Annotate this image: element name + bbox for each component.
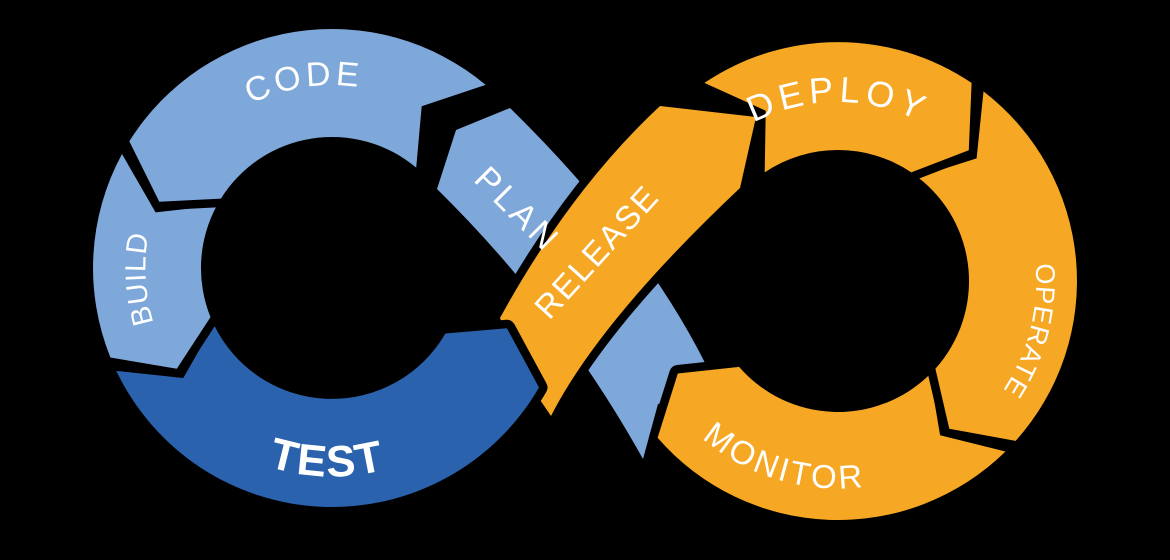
segment-deploy-arc (704, 42, 972, 173)
segment-operate-arc (917, 91, 1077, 441)
segment-test-arc (116, 324, 540, 508)
segment-release-band (500, 106, 756, 416)
segment-code-arc (129, 28, 486, 202)
segment-monitor-arc (657, 366, 1006, 521)
build-label-text: BUILD (120, 230, 159, 329)
build-label: BUILD (120, 230, 160, 329)
test-label-text: TEST (265, 429, 386, 487)
test-label: TEST (265, 429, 388, 487)
segment-build-arc (93, 154, 217, 369)
